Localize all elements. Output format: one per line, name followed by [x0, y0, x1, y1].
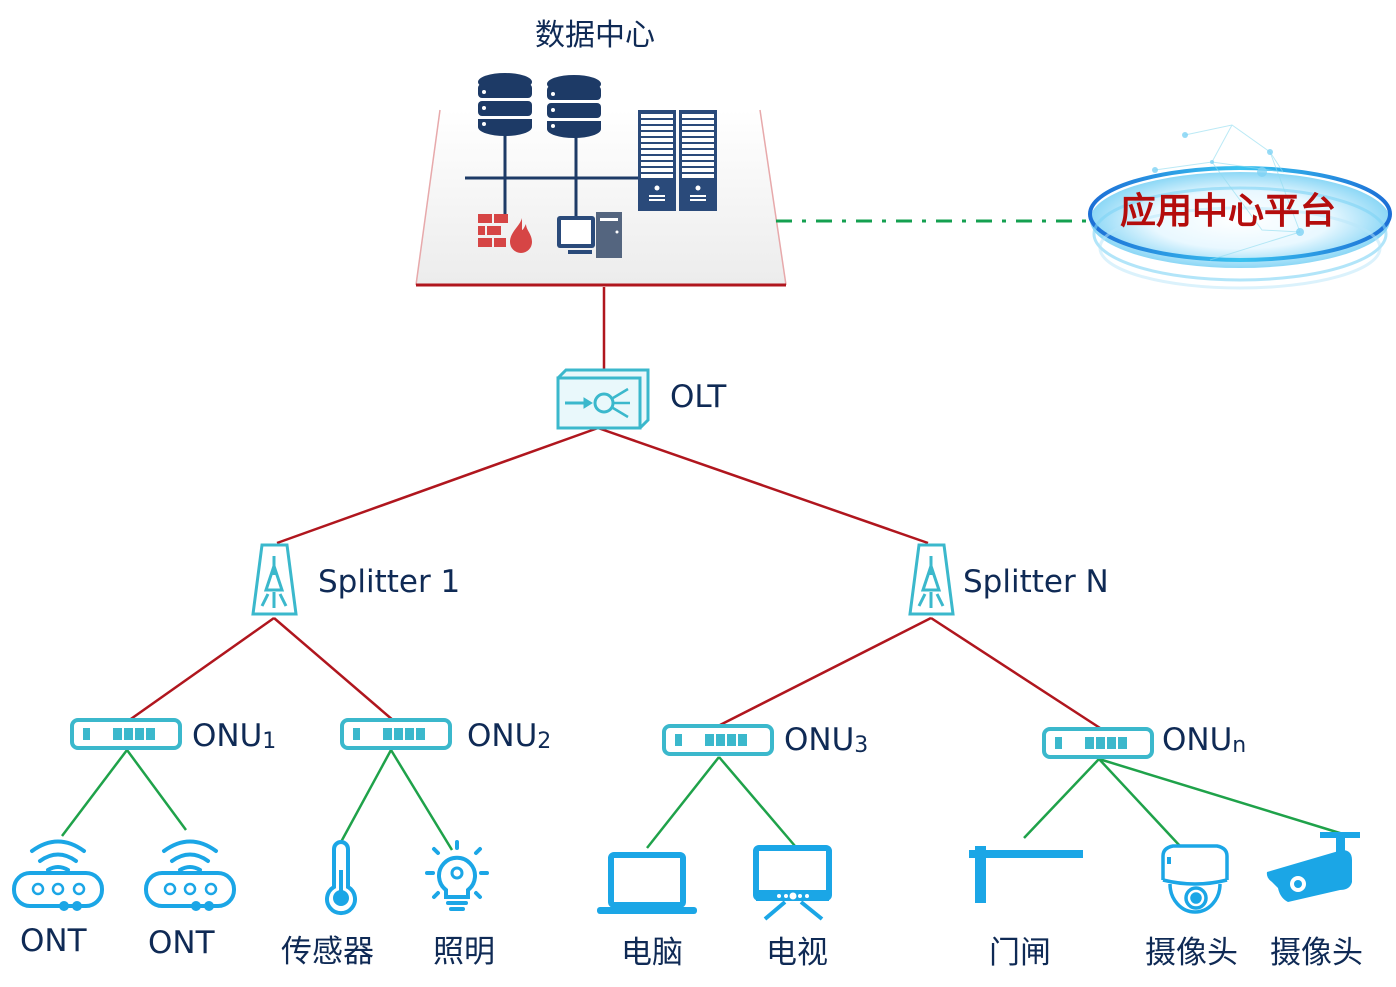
onu-label: ONU2	[467, 718, 551, 754]
olt-label: OLT	[670, 379, 727, 415]
thermometer-icon	[325, 840, 357, 916]
router-wifi-icon	[144, 839, 236, 911]
lightbulb-icon	[425, 840, 489, 911]
firewall-icon	[478, 214, 532, 253]
splitter-icon	[251, 543, 298, 616]
laptop-icon	[597, 852, 697, 914]
onu-icon	[70, 718, 182, 750]
server-rack-icon	[638, 110, 717, 211]
onu-label-base: ONU	[467, 718, 538, 754]
device-label: 门闸	[989, 935, 1051, 971]
olt-icon	[556, 368, 650, 430]
app-platform-disc	[1088, 124, 1392, 290]
onu-icon	[340, 718, 452, 750]
onu-label-base: ONU	[192, 718, 263, 754]
device-label: 电脑	[621, 935, 683, 971]
access-lines	[61, 749, 1344, 851]
fiber-lines	[127, 287, 1101, 730]
onu-label: ONUn	[1162, 722, 1246, 758]
database-icon	[547, 75, 601, 138]
onu-icon	[1042, 727, 1154, 759]
device-label: 摄像头	[1145, 935, 1238, 971]
device-label: 传感器	[281, 934, 374, 970]
splitter-icon	[908, 543, 955, 616]
dome-camera-icon	[1161, 844, 1229, 914]
router-wifi-icon	[12, 839, 104, 911]
database-icon	[478, 73, 532, 136]
onu-icon	[662, 724, 774, 756]
barrier-gate-icon	[969, 846, 1083, 903]
onu-label-base: ONU	[1162, 722, 1233, 758]
pc-icon	[557, 212, 622, 258]
dc-bus-lines	[465, 130, 640, 218]
app-platform-label: 应用中心平台	[1120, 191, 1337, 232]
data-center-title: 数据中心	[535, 18, 655, 53]
onu-label-sub: 1	[262, 729, 277, 754]
onu-label: ONU1	[192, 718, 276, 754]
device-label: ONT	[20, 923, 87, 959]
onu-label-sub: n	[1232, 733, 1247, 758]
onu-label-sub: 3	[854, 733, 869, 758]
onu-label-base: ONU	[784, 722, 855, 758]
data-center-platform	[415, 109, 787, 287]
device-label: ONT	[148, 925, 215, 961]
device-label: 电视	[766, 935, 828, 971]
splitter-label: Splitter 1	[318, 564, 461, 600]
tv-icon	[753, 845, 832, 921]
onu-label-sub: 2	[537, 729, 552, 754]
device-label: 摄像头	[1270, 935, 1363, 971]
device-label: 照明	[433, 934, 495, 970]
onu-label: ONU3	[784, 722, 868, 758]
splitter-label: Splitter N	[963, 564, 1109, 600]
bullet-camera-icon	[1266, 832, 1360, 902]
